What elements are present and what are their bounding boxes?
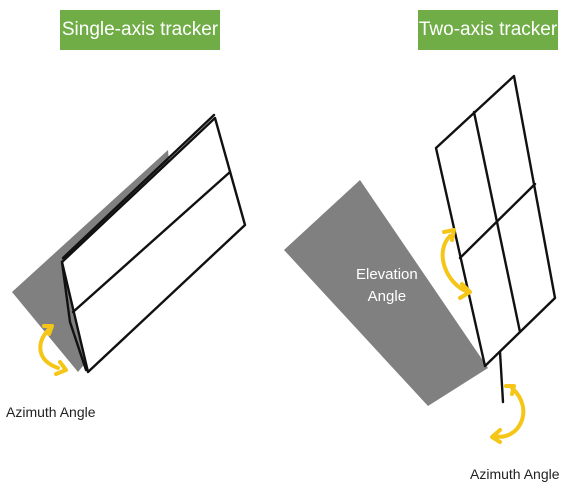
two-axis-title: Two-axis tracker [418, 10, 558, 50]
single-axis-title: Single-axis tracker [60, 10, 220, 50]
two-axis-elevation-label: Elevation Angle [356, 264, 418, 308]
single-axis-azimuth-arrow [38, 324, 68, 376]
two-axis-panel [434, 74, 557, 404]
single-axis-azimuth-label: Azimuth Angle [6, 404, 96, 420]
two-axis-elevation-arrow [440, 228, 472, 300]
two-axis-azimuth-arrow [490, 384, 526, 444]
single-axis-panel [60, 113, 247, 374]
elevation-label-line2: Angle [367, 288, 407, 305]
elevation-label-line1: Elevation [356, 266, 418, 283]
two-axis-ground-plane [284, 180, 488, 406]
two-axis-azimuth-label: Azimuth Angle [470, 466, 560, 482]
